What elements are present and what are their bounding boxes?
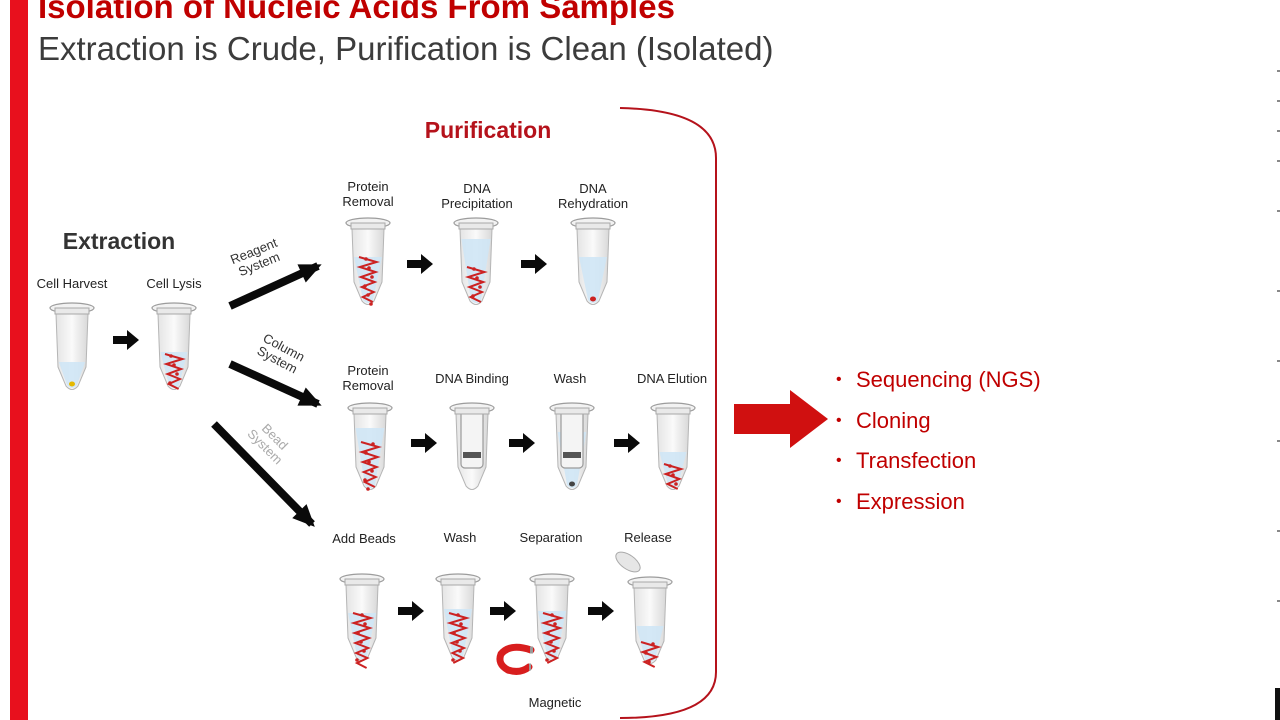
- step-arrow-icon: [113, 330, 139, 350]
- tube-icon: [49, 302, 95, 390]
- tube-icon: [615, 551, 673, 668]
- tube-icon: [449, 402, 495, 490]
- step-arrow-icon: [614, 433, 640, 453]
- tube-icon: [435, 573, 481, 664]
- tube-icon: [549, 402, 595, 490]
- column-step-wash-label: Wash: [553, 371, 587, 386]
- tube-icon: [570, 217, 616, 305]
- applications-list: •Sequencing (NGS) •Cloning •Transfection…: [836, 364, 1041, 526]
- application-item: •Cloning: [836, 405, 1041, 446]
- big-red-arrow-icon: [734, 390, 828, 448]
- tube-icon: [339, 573, 385, 669]
- arrows-layer: [113, 254, 640, 621]
- system-branch-arrow-icon: [211, 421, 315, 527]
- step-arrow-icon: [407, 254, 433, 274]
- system-branch-arrow-icon: [228, 262, 322, 310]
- step-arrow-icon: [509, 433, 535, 453]
- tubes-layer: [49, 217, 696, 669]
- bullet-icon: •: [836, 492, 842, 510]
- step-arrow-icon: [490, 601, 516, 621]
- scrollbar-ticks: [1275, 70, 1280, 720]
- magnet-label: Magnetic: [528, 695, 582, 710]
- tube-icon: [151, 302, 197, 390]
- bead-step-wash-label: Wash: [443, 530, 477, 545]
- tube-icon: [347, 402, 393, 491]
- slide-title: Isolation of Nucleic Acids From Samples: [38, 0, 675, 25]
- column-step-dna-binding-label: DNA Binding: [435, 371, 509, 386]
- application-item: •Sequencing (NGS): [836, 364, 1041, 405]
- accent-side-bar: [10, 0, 28, 720]
- reagent-step-dna-precipitation-label: DNA Precipitation: [441, 181, 513, 211]
- reagent-step-dna-rehydration-label: DNA Rehydration: [557, 181, 629, 211]
- tube-icon: [650, 402, 696, 490]
- purification-bracket: [619, 107, 717, 719]
- application-item: •Expression: [836, 486, 1041, 527]
- bullet-icon: •: [836, 411, 842, 429]
- column-step-dna-elution-label: DNA Elution: [636, 371, 708, 386]
- step-arrow-icon: [521, 254, 547, 274]
- magnet-icon: [496, 643, 535, 675]
- slide-subtitle: Extraction is Crude, Purification is Cle…: [38, 30, 774, 67]
- reagent-step-protein-removal-label: Protein Removal: [342, 179, 394, 209]
- purification-heading: Purification: [424, 117, 552, 143]
- bead-step-separation-label: Separation: [519, 530, 583, 545]
- column-step-protein-removal-label: Protein Removal: [342, 363, 394, 393]
- bullet-icon: •: [836, 371, 842, 388]
- step-arrow-icon: [588, 601, 614, 621]
- system-branch-arrow-icon: [228, 360, 322, 408]
- step-cell-lysis-label: Cell Lysis: [146, 276, 202, 291]
- bead-step-add-beads-label: Add Beads: [332, 531, 396, 546]
- bullet-icon: •: [836, 452, 842, 469]
- tube-icon: [345, 217, 391, 306]
- extraction-heading: Extraction: [62, 228, 176, 254]
- step-arrow-icon: [398, 601, 424, 621]
- tube-icon: [529, 573, 575, 664]
- application-item: •Transfection: [836, 445, 1041, 486]
- bead-step-release-label: Release: [624, 530, 672, 545]
- tube-icon: [453, 217, 499, 305]
- step-cell-harvest-label: Cell Harvest: [36, 276, 108, 291]
- step-arrow-icon: [411, 433, 437, 453]
